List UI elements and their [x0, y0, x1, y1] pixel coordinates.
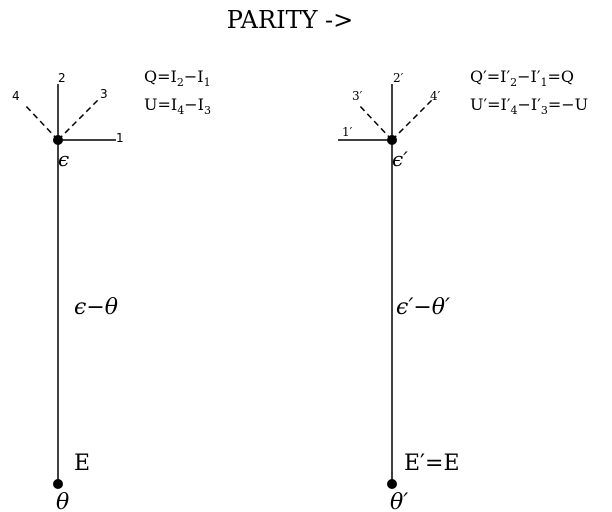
left-top-label: ϵ [58, 147, 69, 171]
right-line-label: ϵ′−θ′ [396, 295, 450, 320]
left-axis-label-1: 1 [116, 131, 124, 145]
left-field-label: E [74, 451, 90, 476]
left-axis-4 [23, 103, 59, 141]
right-diagram: 1′ 2′ 3′ 4′ ϵ′ θ′ ϵ′−θ′ E′=E Q′=I′2−I′1=… [338, 67, 588, 512]
left-axis-label-2: 2 [58, 71, 66, 85]
left-eq-q: Q=I2−I1 [144, 67, 211, 89]
right-eq-u: U′=I′4−I′3=−U [470, 95, 588, 117]
left-eq-u: U=I4−I3 [144, 95, 211, 117]
left-top-point [53, 135, 63, 145]
right-axis-label-4: 4′ [430, 89, 441, 103]
right-top-label: ϵ′ [392, 147, 408, 171]
left-axis-label-3: 3 [100, 87, 108, 101]
right-axis-label-1: 1′ [342, 125, 353, 139]
right-bottom-label: θ′ [390, 490, 408, 512]
right-axis-4 [391, 97, 435, 141]
diagram-title: PARITY -> [227, 6, 354, 34]
right-axis-label-3: 3′ [352, 89, 363, 103]
right-bottom-point [387, 479, 397, 489]
left-axis-3 [57, 97, 101, 141]
left-diagram: 1 2 3 4 ϵ θ ϵ−θ E Q=I2−I1 U=I4−I3 [12, 67, 211, 512]
right-field-label: E′=E [404, 451, 460, 476]
left-bottom-label: θ [56, 490, 69, 512]
right-eq-q: Q′=I′2−I′1=Q [470, 67, 574, 89]
left-axis-label-4: 4 [12, 89, 20, 103]
left-bottom-point [53, 479, 63, 489]
right-axis-3 [357, 103, 393, 141]
right-axis-label-2: 2′ [393, 71, 404, 85]
left-line-label: ϵ−θ [74, 295, 118, 320]
right-top-point [387, 135, 397, 145]
